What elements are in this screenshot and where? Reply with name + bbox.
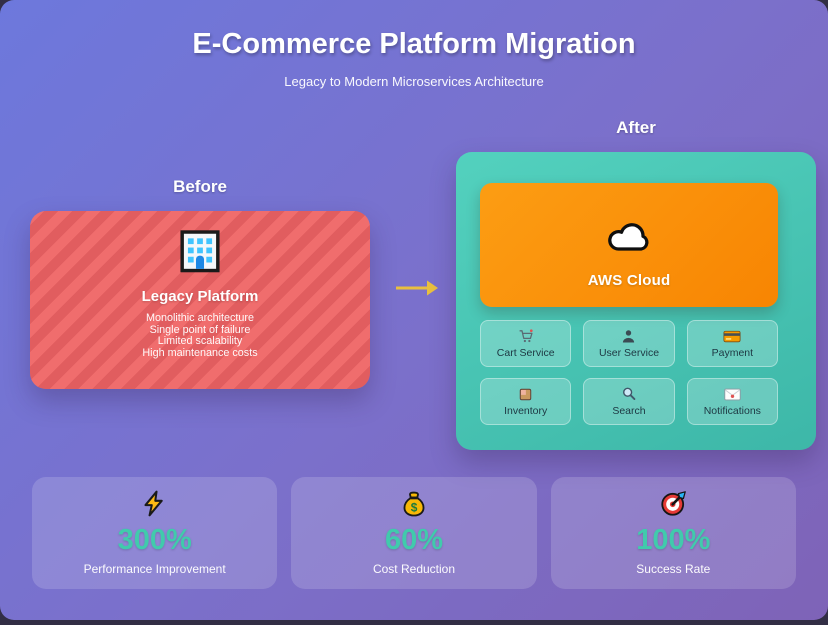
legacy-platform-title: Legacy Platform (141, 288, 259, 305)
package-icon (518, 386, 533, 402)
service-label: Payment (711, 347, 754, 359)
service-card-search: Search (583, 378, 675, 425)
stat-card-success: 100% Success Rate (550, 477, 796, 589)
stat-value: 300% (117, 524, 192, 556)
stats-row: 300% Performance Improvement $ 60% Cost … (32, 477, 796, 589)
legacy-feature: High maintenance costs (142, 346, 258, 359)
credit-card-icon (723, 328, 741, 344)
service-card-cart: Cart Service (480, 320, 572, 367)
legacy-feature: Monolithic architecture (145, 312, 254, 324)
user-silhouette-icon (621, 328, 636, 344)
service-label: User Service (598, 347, 660, 359)
aws-cloud-card: AWS Cloud (480, 183, 778, 307)
legacy-platform-card: Legacy Platform Monolithic architecture … (30, 211, 370, 389)
after-section-label: After (616, 118, 656, 137)
service-card-user: User Service (583, 320, 675, 367)
target-icon (660, 490, 687, 517)
cloud-icon (606, 219, 652, 259)
service-card-notifications: Notifications (686, 378, 778, 425)
services-grid: Cart Service User Service (480, 320, 778, 425)
shopping-cart-icon (518, 328, 534, 344)
aws-cloud-title: AWS Cloud (587, 272, 671, 289)
office-building-icon (177, 226, 223, 276)
svg-text:$: $ (411, 500, 418, 514)
stat-label: Success Rate (636, 562, 711, 576)
stat-card-cost: $ 60% Cost Reduction (291, 477, 537, 589)
service-card-payment: Payment (686, 320, 778, 367)
stat-value: 100% (636, 524, 711, 556)
service-label: Notifications (703, 405, 761, 417)
legacy-feature-list: Monolithic architecture Single point of … (142, 312, 258, 359)
service-card-inventory: Inventory (480, 378, 572, 425)
before-section-label: Before (173, 177, 227, 196)
service-label: Cart Service (496, 347, 555, 359)
after-architecture-card: AWS Cloud Cart Service (456, 152, 816, 450)
envelope-icon (724, 386, 741, 402)
stat-label: Cost Reduction (372, 562, 456, 576)
stat-label: Performance Improvement (83, 562, 226, 576)
magnifying-glass-icon (621, 386, 637, 402)
stat-card-performance: 300% Performance Improvement (32, 477, 278, 589)
lightning-bolt-icon (141, 490, 168, 517)
right-arrow-icon (394, 277, 440, 299)
legacy-feature: Single point of failure (149, 323, 251, 336)
page-title: E-Commerce Platform Migration (192, 28, 636, 60)
service-label: Search (612, 405, 646, 417)
legacy-feature: Limited scalability (157, 335, 243, 348)
money-bag-icon: $ (401, 490, 427, 517)
stat-value: 60% (384, 524, 444, 556)
service-label: Inventory (504, 405, 548, 417)
page-subtitle: Legacy to Modern Microservices Architect… (284, 74, 544, 89)
